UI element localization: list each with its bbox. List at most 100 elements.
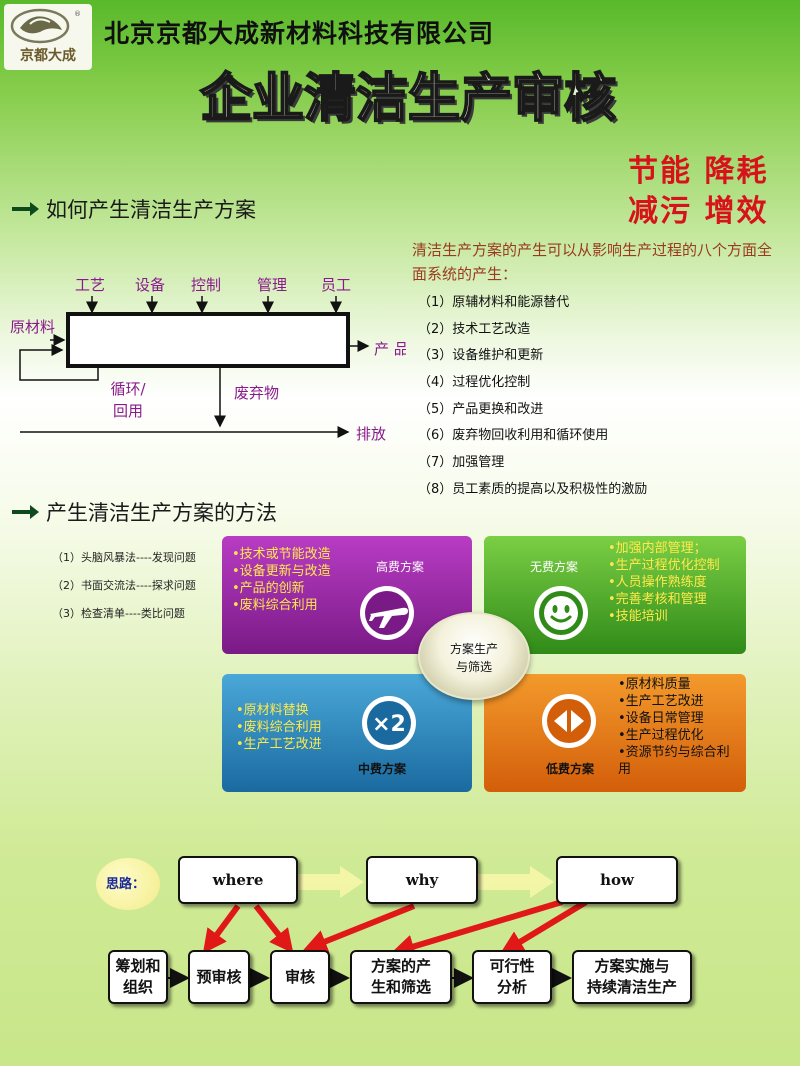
step-feasibility-line-1: 可行性 bbox=[489, 957, 535, 975]
step-feasibility-line-2: 分析 bbox=[496, 978, 527, 996]
company-logo: ® 京都大成 bbox=[4, 4, 92, 70]
x2-icon: ×2 bbox=[362, 696, 416, 750]
high-cost-items: •技术或节能改造 •设备更新与改造 •产品的创新 •废料综合利用 bbox=[232, 546, 331, 614]
no-cost-items: •加强内部管理； •生产过程优化控制 •人员操作熟练度 •完善考核和管理 •技能… bbox=[608, 540, 720, 625]
factors-intro: 清洁生产方案的产生可以从影响生产过程的八个方面全面系统的产生： bbox=[412, 241, 773, 283]
list-item: •资源节约与综合利 bbox=[618, 745, 730, 760]
list-item: •废料综合利用 bbox=[236, 720, 322, 735]
question-how-text: how bbox=[600, 870, 634, 889]
step-pre-audit-text: 预审核 bbox=[196, 967, 242, 986]
approach-label-text: 思路： bbox=[106, 877, 146, 892]
arrow-right-icon bbox=[12, 505, 39, 519]
list-item: （5）产品更换和改进 bbox=[418, 401, 544, 417]
svg-text:×2: ×2 bbox=[372, 712, 406, 737]
hub-circle: 方案生产 与筛选 bbox=[418, 612, 530, 700]
list-item: •生产工艺改进 bbox=[618, 694, 704, 709]
step-planning-line-1: 筹划和 bbox=[115, 957, 161, 975]
list-item: （2）书面交流法----探求问题 bbox=[52, 579, 196, 592]
step-implementation-text: 方案实施与持续清洁生产 bbox=[587, 956, 677, 998]
list-item: •设备日常管理 bbox=[618, 711, 704, 726]
list-item: （2）技术工艺改造 bbox=[418, 321, 531, 337]
list-item: •原材料替换 bbox=[236, 703, 309, 718]
list-item: •技术或节能改造 bbox=[232, 547, 331, 562]
list-item: •生产工艺改进 bbox=[236, 737, 322, 752]
no-cost-title: 无费方案 bbox=[530, 560, 579, 574]
list-item: •人员操作熟练度 bbox=[608, 575, 707, 590]
discharge-label: 排放 bbox=[356, 425, 386, 443]
recycle-label-2: 回用 bbox=[113, 402, 143, 420]
list-item: （6）废弃物回收利用和循环使用 bbox=[418, 428, 609, 444]
question-why: why bbox=[366, 856, 478, 904]
list-item: •废料综合利用 bbox=[232, 598, 318, 613]
medium-cost-items: •原材料替换 •废料综合利用 •生产工艺改进 bbox=[236, 702, 322, 753]
list-item: •技能培训 bbox=[608, 609, 668, 624]
factors-list: （1）原辅材料和能源替代 （2）技术工艺改造 （3）设备维护和更新 （4）过程优… bbox=[418, 290, 798, 504]
step-implementation: 方案实施与持续清洁生产 bbox=[572, 950, 692, 1004]
step-option-generation: 方案的产生和筛选 bbox=[350, 950, 452, 1004]
list-item: •生产过程优化 bbox=[618, 728, 704, 743]
step-planning-line-2: 组织 bbox=[122, 978, 153, 996]
list-item: •原材料质量 bbox=[618, 677, 691, 692]
step-implementation-line-2: 持续清洁生产 bbox=[586, 978, 677, 996]
recycle-label-1: 循环/ bbox=[110, 380, 146, 398]
section-heading-1-text: 如何产生清洁生产方案 bbox=[46, 198, 256, 222]
input-label-staff: 员工 bbox=[321, 276, 351, 294]
list-item: （1）头脑风暴法----发现问题 bbox=[52, 551, 196, 564]
step-planning: 筹划和组织 bbox=[108, 950, 168, 1004]
panel-medium-cost: •原材料替换 •废料综合利用 •生产工艺改进 ×2 中费方案 bbox=[222, 674, 472, 792]
low-cost-title: 低费方案 bbox=[546, 762, 595, 776]
step-feasibility-text: 可行性分析 bbox=[489, 956, 534, 998]
step-audit: 审核 bbox=[270, 950, 330, 1004]
step-option-generation-text: 方案的产生和筛选 bbox=[371, 956, 431, 998]
hub-label-line-2: 与筛选 bbox=[455, 660, 492, 674]
hub-label-line-1: 方案生产 bbox=[449, 642, 498, 656]
registered-mark: ® bbox=[74, 10, 81, 18]
input-label-control: 控制 bbox=[191, 276, 221, 294]
list-item: （8）员工素质的提高以及积极性的激励 bbox=[418, 481, 648, 497]
panel-high-cost: •技术或节能改造 •设备更新与改造 •产品的创新 •废料综合利用 高费方案 bbox=[222, 536, 472, 654]
airplane-icon bbox=[360, 586, 414, 640]
question-where: where bbox=[178, 856, 298, 904]
section-heading-2: 产生清洁生产方案的方法 bbox=[10, 497, 277, 527]
list-item: •完善考核和管理 bbox=[608, 592, 707, 607]
input-label-equipment: 设备 bbox=[135, 276, 165, 294]
list-item: •生产过程优化控制 bbox=[608, 558, 720, 573]
arrow-right-icon bbox=[12, 202, 39, 216]
list-item: 用 bbox=[618, 762, 632, 777]
question-how: how bbox=[556, 856, 678, 904]
medium-cost-title: 中费方案 bbox=[358, 762, 407, 776]
list-item: （3）设备维护和更新 bbox=[418, 348, 544, 364]
slogan-line-2: 减污 增效 bbox=[628, 194, 769, 229]
page-title-text: 企业清洁生产审核 bbox=[200, 69, 616, 129]
question-why-text: why bbox=[405, 870, 439, 889]
low-cost-items: •原材料质量 •生产工艺改进 •设备日常管理 •生产过程优化 •资源节约与综合利… bbox=[618, 676, 730, 778]
step-feasibility: 可行性分析 bbox=[472, 950, 552, 1004]
panel-low-cost: 低费方案 •原材料质量 •生产工艺改进 •设备日常管理 •生产过程优化 •资源节… bbox=[484, 674, 746, 792]
slogan-line-1: 节能 降耗 bbox=[628, 154, 769, 189]
process-diagram: 工艺 设备 控制 管理 员工 原材料 产 品 循环/ 回用 废弃物 排放 bbox=[10, 276, 406, 443]
panel-no-cost: 无费方案 •加强内部管理； •生产过程优化控制 •人员操作熟练度 •完善考核和管… bbox=[484, 536, 746, 654]
step-implementation-line-1: 方案实施与 bbox=[594, 957, 670, 975]
list-item: （3）检查清单----类比问题 bbox=[52, 607, 185, 620]
section-heading-2-text: 产生清洁生产方案的方法 bbox=[46, 501, 277, 525]
company-name: 北京京都大成新材料科技有限公司 bbox=[104, 19, 495, 48]
step-planning-text: 筹划和组织 bbox=[115, 956, 160, 998]
input-label-management: 管理 bbox=[257, 276, 287, 294]
methods-list: （1）头脑风暴法----发现问题 （2）书面交流法----探求问题 （3）检查清… bbox=[52, 548, 196, 632]
waste-label: 废弃物 bbox=[234, 384, 279, 402]
product-label: 产 品 bbox=[374, 340, 406, 358]
list-item: •设备更新与改造 bbox=[232, 564, 331, 579]
step-option-line-2: 生和筛选 bbox=[370, 978, 431, 996]
list-item: •加强内部管理； bbox=[608, 541, 707, 556]
hub-label: 方案生产 与筛选 bbox=[420, 640, 528, 676]
arrows-icon bbox=[542, 694, 596, 748]
list-item: •产品的创新 bbox=[232, 581, 305, 596]
process-box bbox=[66, 312, 350, 368]
list-item: （1）原辅材料和能源替代 bbox=[418, 295, 570, 310]
section-heading-1: 如何产生清洁生产方案 bbox=[10, 194, 256, 224]
page-title-shadow: 企业清洁生产审核 bbox=[203, 72, 619, 130]
raw-material-label: 原材料 bbox=[10, 318, 55, 336]
input-label-process: 工艺 bbox=[75, 276, 105, 294]
step-option-line-1: 方案的产 bbox=[370, 957, 431, 975]
high-cost-title: 高费方案 bbox=[376, 560, 425, 574]
